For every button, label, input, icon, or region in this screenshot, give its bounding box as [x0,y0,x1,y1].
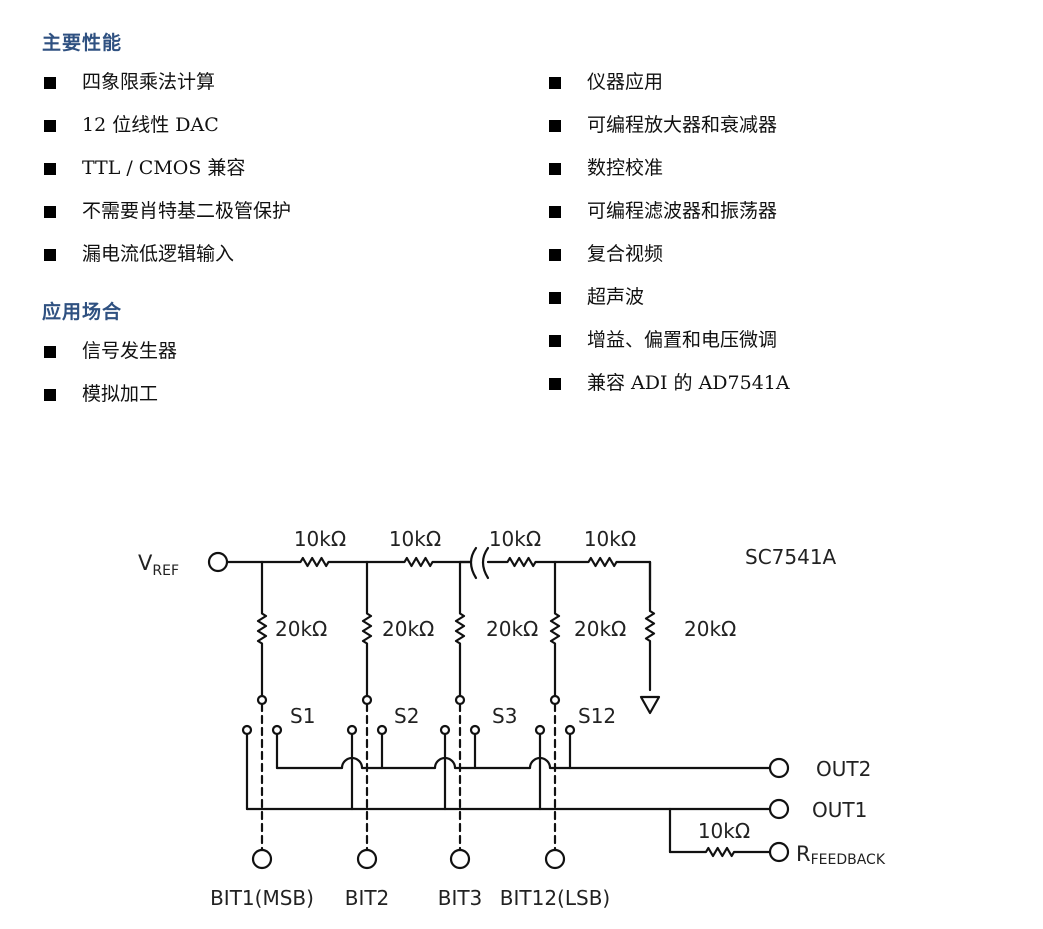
feature-item-text: 漏电流低逻辑输入 [82,243,235,265]
switch-pivot [454,694,466,706]
part-name-label: SC7541A [745,545,837,569]
switch-contact-out1 [439,724,451,736]
bullet-square-icon [44,389,56,401]
rfeedback-terminal [768,841,790,863]
feature-item-text: 四象限乘法计算 [82,71,216,93]
series-resistor-label: 10kΩ [294,527,346,551]
out2-terminal [768,757,790,779]
application-item-text: 数控校准 [587,157,664,179]
series-resistor [486,556,557,568]
application-item-text: 复合视频 [587,243,664,265]
out1-label: OUT1 [812,798,867,822]
switch-label: S1 [290,704,315,728]
shunt-resistor [256,560,268,697]
shunt-resistor [549,560,561,697]
shunt-resistor-label: 20kΩ [382,617,434,641]
shunt-resistor-label: 20kΩ [574,617,626,641]
bit-terminal [251,848,273,870]
switch-contact-out1 [241,724,253,736]
bullet-square-icon [44,206,56,218]
bit-label: BIT1(MSB) [210,886,314,910]
bit-terminal [356,848,378,870]
series-resistor [365,556,472,568]
feedback-resistor [668,846,772,858]
switch-contact-out2 [469,724,481,736]
feature-item-text: 12 位线性 DAC [82,114,219,136]
applications-heading: 应用场合 [42,301,123,323]
bit-terminal [544,848,566,870]
shunt-resistor [454,560,466,697]
break-mark [481,546,490,580]
feature-item-text: 不需要肖特基二极管保护 [82,200,292,222]
switch-contact-out2 [271,724,283,736]
vref-label: VREF [138,551,179,579]
wires [207,546,790,870]
switch-pivot [361,694,373,706]
bullet-square-icon [44,346,56,358]
shunt-resistor [644,560,656,692]
ground-icon [639,695,661,715]
bullet-square-icon [549,378,561,390]
bullet-square-icon [44,120,56,132]
shunt-resistor [361,560,373,697]
switch-pivot [256,694,268,706]
out2-rail [275,756,772,770]
bit-label: BIT2 [345,886,390,910]
switch-label: S2 [394,704,419,728]
diagram-labels: VREF 10kΩ 10kΩ 10kΩ 10kΩ 20kΩ 20kΩ 20kΩ 20kΩ 20kΩ… [138,527,886,910]
bullet-square-icon [44,249,56,261]
bullet-square-icon [549,292,561,304]
shunt-resistor-label: 20kΩ [486,617,538,641]
application-item-text: 可编程滤波器和振荡器 [587,200,778,222]
bullet-square-icon [549,120,561,132]
feature-item-text: TTL / CMOS 兼容 [82,157,246,179]
application-item-text: 增益、偏置和电压微调 [587,329,778,351]
application-item-text: 可编程放大器和衰减器 [587,114,778,136]
bullet-square-icon [549,206,561,218]
shunt-resistor-label: 20kΩ [684,617,736,641]
feedback-resistor-label: 10kΩ [698,819,750,843]
switch-pivot [549,694,561,706]
switch-label: S3 [492,704,517,728]
series-resistor [260,556,369,568]
bullet-square-icon [549,163,561,175]
bullet-square-icon [44,163,56,175]
bullet-square-icon [44,77,56,89]
bit-terminal [449,848,471,870]
series-resistor-label: 10kΩ [584,527,636,551]
series-resistor-label: 10kΩ [489,527,541,551]
series-resistor [553,556,652,568]
out1-terminal [768,798,790,820]
vref-terminal [207,551,229,573]
switch-contact-out2 [564,724,576,736]
application-item-text: 兼容 ADI 的 AD7541A [587,372,790,394]
bullet-square-icon [549,335,561,347]
application-item-text: 模拟加工 [82,383,159,405]
application-item-text: 仪器应用 [587,71,664,93]
out2-label: OUT2 [816,757,871,781]
switch-contact-out2 [376,724,388,736]
application-item-text: 超声波 [587,286,645,308]
bullet-square-icon [549,249,561,261]
features-heading: 主要性能 [42,32,123,54]
break-mark [469,546,478,580]
application-item-text: 信号发生器 [82,340,178,362]
switch-contact-out1 [534,724,546,736]
shunt-resistor-label: 20kΩ [275,617,327,641]
rfeedback-label: RFEEDBACK [796,842,886,868]
bit-label: BIT12(LSB) [500,886,610,910]
series-resistor-label: 10kΩ [389,527,441,551]
switch-contact-out1 [346,724,358,736]
switch-label: S12 [578,704,616,728]
bit-label: BIT3 [438,886,483,910]
bullet-square-icon [549,77,561,89]
